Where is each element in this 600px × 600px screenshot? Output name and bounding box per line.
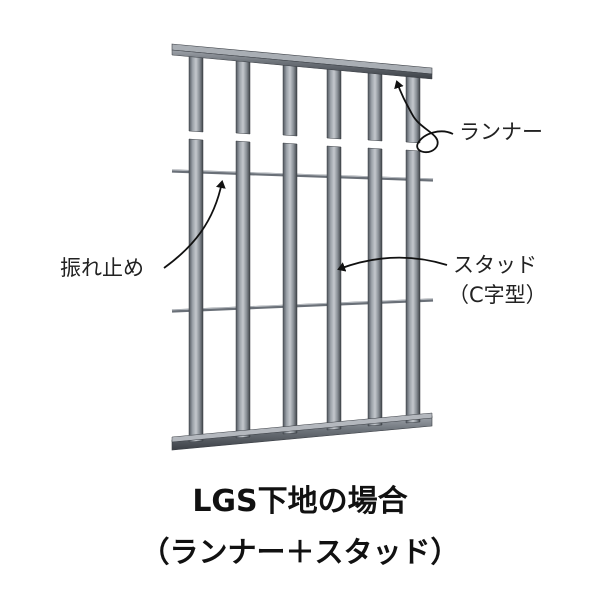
top-runner [171, 43, 433, 80]
stud-3 [282, 56, 298, 435]
vibration-brace-label: 振れ止め [60, 256, 144, 280]
caption-title: LGS下地の場合 [192, 484, 408, 519]
vibration-brace-arrow [163, 180, 226, 269]
stud-1 [188, 49, 204, 443]
stud-label: スタッド [453, 253, 537, 277]
runner-arrow [394, 80, 454, 153]
caption-subtitle: （ランナー＋スタッド） [140, 535, 460, 569]
stud-arrow [337, 256, 448, 272]
runner-label: ランナー [459, 120, 543, 144]
vibration-brace-lower [171, 298, 434, 313]
stud-2 [235, 52, 251, 439]
vibration-brace-upper [171, 169, 434, 182]
stud-5 [367, 64, 383, 427]
bottom-runner-edge [171, 412, 433, 443]
stud-4 [326, 60, 342, 431]
stud-type-label: （C字型） [448, 283, 547, 307]
stud-6 [405, 69, 421, 424]
